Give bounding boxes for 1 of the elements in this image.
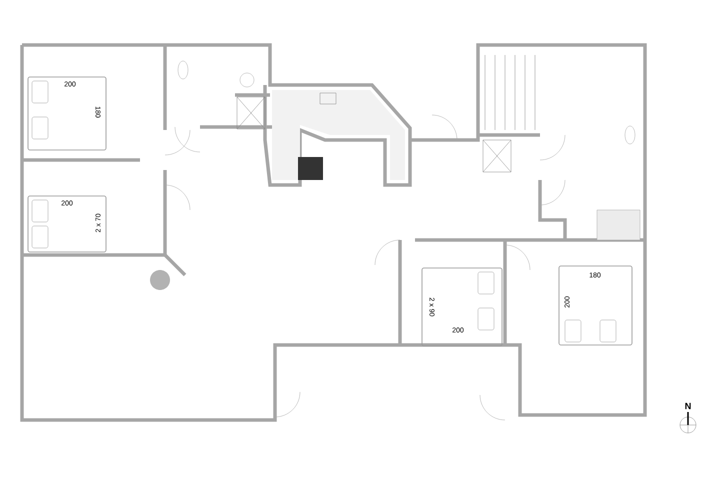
north-label: N xyxy=(685,402,691,410)
